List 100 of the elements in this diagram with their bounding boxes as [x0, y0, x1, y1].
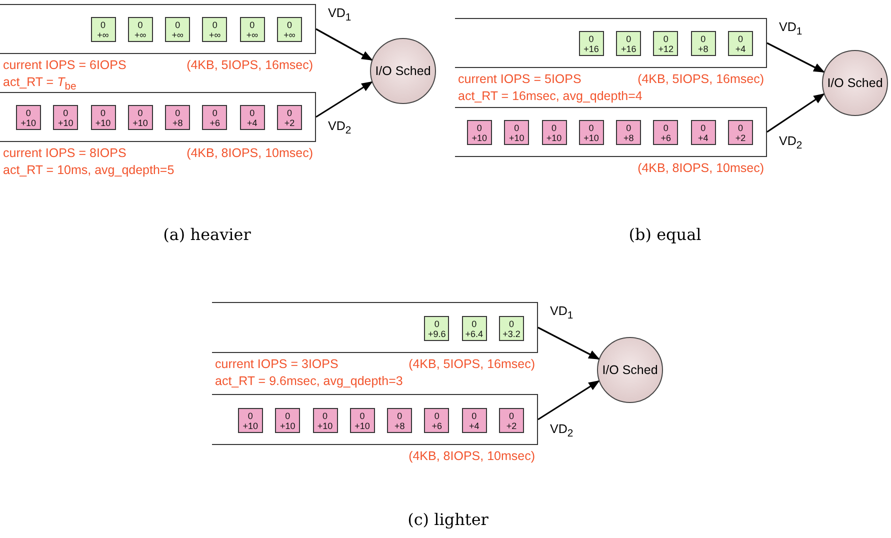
- request-value: +12: [657, 44, 675, 54]
- request-box: [499, 316, 524, 340]
- queue-box: [0, 92, 316, 142]
- request-value: 0: [246, 410, 254, 420]
- queue-annotation: (4KB, 5IOPS, 16msec): [186, 58, 313, 72]
- request-value: 0: [174, 108, 182, 118]
- request-value: +8: [171, 118, 184, 128]
- request-value: +9.6: [427, 328, 447, 338]
- request-value: 0: [736, 123, 744, 133]
- queue-annotation: act_RT = 9.6msec, avg_qdepth=3: [215, 374, 403, 388]
- request-value: 0: [625, 123, 632, 133]
- request-box: [653, 31, 678, 56]
- request-value: 0: [625, 34, 632, 44]
- queue-annotation: current IOPS = 6IOPS: [3, 58, 126, 72]
- request-value: 0: [286, 20, 293, 30]
- request-value: +∞: [133, 30, 148, 40]
- request-value: +10: [545, 133, 563, 143]
- subfigure-caption: (b) equal: [628, 225, 702, 244]
- scheduler-circle: I/O Sched: [822, 50, 888, 116]
- request-value: +10: [582, 133, 600, 143]
- edge-label: VD$_{2}$: [550, 422, 574, 439]
- edge-label: VD$_{1}$: [550, 304, 574, 322]
- queue-annotation: current IOPS = 5IOPS: [458, 72, 582, 86]
- request-box: [728, 120, 753, 145]
- request-value: 0: [174, 20, 182, 30]
- request-box: [616, 31, 642, 56]
- request-value: 0: [136, 108, 144, 118]
- edge-label: VD$_{1}$: [328, 6, 352, 24]
- request-value: +6: [208, 118, 222, 128]
- arrow: [766, 42, 825, 73]
- request-box: [128, 105, 153, 130]
- queue-annotation: current IOPS = 8IOPS: [3, 146, 126, 160]
- edge-label: VD$_{2}$: [779, 134, 802, 152]
- request-box: [466, 120, 492, 145]
- request-box: [165, 105, 190, 130]
- queue-annotation: (4KB, 5IOPS, 16msec): [408, 357, 535, 371]
- request-value: 0: [433, 410, 440, 420]
- request-value: +∞: [170, 30, 184, 40]
- request-box: [499, 408, 524, 432]
- request-value: 0: [211, 20, 218, 30]
- edge-label: VD$_{2}$: [328, 119, 352, 136]
- request-value: +4: [734, 44, 747, 54]
- request-value: +10: [94, 118, 112, 128]
- request-box: [165, 17, 190, 42]
- request-value: +4: [246, 118, 258, 128]
- request-box: [728, 31, 753, 56]
- request-value: +8: [393, 420, 406, 430]
- request-box: [202, 105, 228, 130]
- request-value: 0: [736, 34, 744, 44]
- request-value: 0: [470, 318, 478, 328]
- request-value: 0: [700, 123, 707, 133]
- request-value: +3.2: [502, 328, 522, 338]
- request-value: 0: [470, 410, 478, 420]
- request-box: [350, 408, 375, 432]
- request-value: 0: [396, 410, 404, 420]
- request-box: [424, 408, 450, 432]
- request-value: 0: [358, 410, 366, 420]
- request-value: 0: [248, 108, 256, 118]
- request-value: 0: [284, 410, 292, 420]
- request-box: [90, 105, 116, 130]
- scheduler-circle: I/O Sched: [370, 38, 436, 104]
- request-value: +6.4: [464, 328, 484, 338]
- request-box: [690, 120, 716, 145]
- request-box: [578, 31, 604, 56]
- request-value: 0: [286, 108, 293, 118]
- queue-annotation: (4KB, 8IOPS, 10msec): [186, 146, 313, 160]
- request-value: 0: [508, 318, 515, 328]
- request-box: [462, 316, 487, 340]
- request-box: [578, 120, 604, 145]
- request-value: +8: [697, 44, 710, 54]
- request-box: [424, 316, 450, 340]
- request-value: 0: [433, 318, 440, 328]
- request-value: 0: [248, 20, 256, 30]
- queue-annotation: (4KB, 8IOPS, 10msec): [408, 449, 535, 463]
- request-value: 0: [476, 123, 483, 133]
- request-value: +16: [620, 44, 638, 54]
- request-box: [653, 120, 678, 145]
- arrow: [316, 28, 373, 61]
- request-value: +10: [316, 420, 334, 430]
- request-value: +4: [697, 133, 710, 143]
- request-value: +2: [734, 133, 747, 143]
- request-box: [240, 105, 265, 130]
- request-value: +10: [508, 133, 526, 143]
- arrow: [538, 380, 600, 420]
- request-value: 0: [550, 123, 558, 133]
- request-value: 0: [662, 123, 670, 133]
- queue-box: [212, 302, 538, 353]
- queue-box: [0, 4, 316, 54]
- request-box: [277, 105, 302, 130]
- request-box: [462, 408, 487, 432]
- request-box: [53, 105, 78, 130]
- request-value: +10: [354, 420, 371, 430]
- request-value: 0: [662, 34, 670, 44]
- request-value: +6: [430, 420, 444, 430]
- request-box: [202, 17, 228, 42]
- queue-annotation: current IOPS = 3IOPS: [215, 357, 338, 371]
- request-box: [238, 408, 263, 432]
- request-value: +∞: [245, 30, 260, 40]
- request-value: +8: [622, 133, 635, 143]
- request-value: 0: [588, 34, 595, 44]
